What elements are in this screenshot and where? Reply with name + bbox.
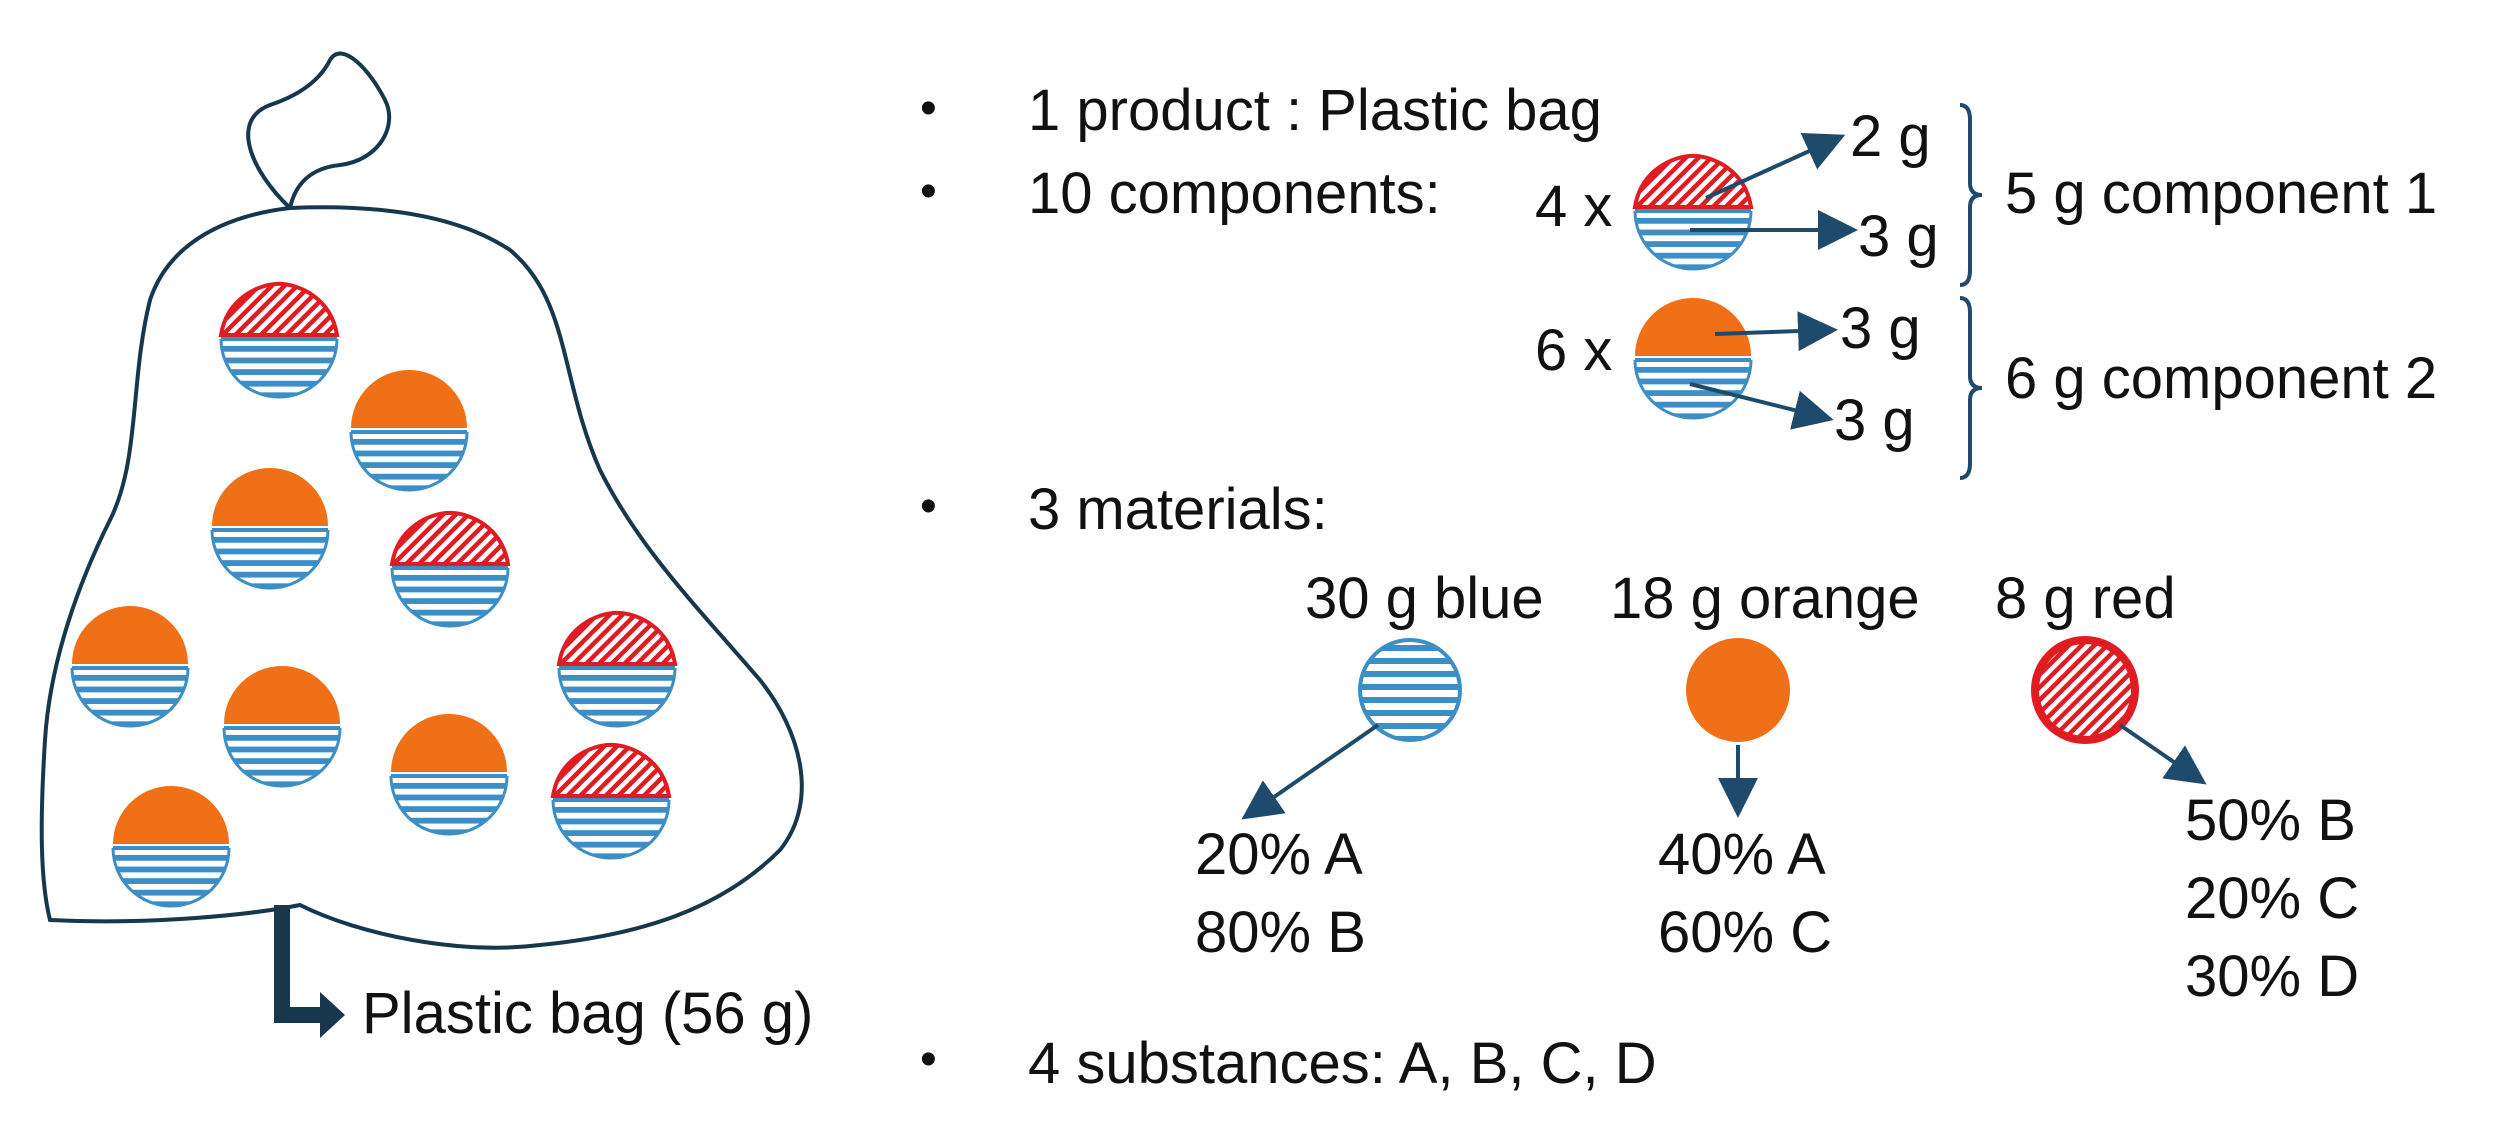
component1-multiplier: 4 x — [1535, 174, 1613, 239]
material-blue-label: 30 g blue — [1305, 566, 1544, 631]
component2-bottom-mass: 3 g — [1834, 388, 1915, 453]
material-red-label: 8 g red — [1995, 566, 2176, 631]
bag-component-icon — [550, 742, 672, 860]
component1-icon — [1632, 153, 1754, 271]
bag-component-icon — [556, 610, 678, 728]
component2-summary: 6 g component 2 — [2005, 346, 2438, 411]
material-orange-icon — [1686, 638, 1790, 742]
material-red-composition-1: 50% B — [2185, 788, 2356, 853]
component1-top-mass: 2 g — [1850, 104, 1931, 169]
component2-top-arrow — [1714, 311, 1838, 352]
component1-brace — [1959, 103, 1983, 287]
material-orange-composition-1: 40% A — [1658, 822, 1826, 887]
bag-outline — [39, 51, 804, 950]
material-orange-composition-2: 60% C — [1658, 900, 1833, 965]
component1-top-arrow — [1705, 133, 1846, 200]
bag-label: Plastic bag (56 g) — [362, 981, 814, 1046]
material-red-composition-3: 30% D — [2185, 944, 2360, 1009]
bullet-materials-marker: • — [920, 480, 937, 533]
bullet-product-text: 1 product : Plastic bag — [1028, 78, 1602, 143]
component2-brace — [1959, 296, 1983, 480]
material-blue-composition-2: 80% B — [1195, 900, 1366, 965]
bullet-product-marker: • — [920, 82, 937, 135]
bag-component-icon — [349, 370, 469, 492]
material-blue-composition-1: 20% A — [1195, 822, 1363, 887]
bag-component-icon — [111, 786, 231, 908]
bullet-substances-marker: • — [920, 1033, 937, 1086]
bullet-substances-text: 4 substances: A, B, C, D — [1028, 1031, 1657, 1096]
bullet-components-marker: • — [920, 165, 937, 218]
material-red-composition-2: 20% C — [2185, 866, 2360, 931]
bag-component-icon — [210, 468, 330, 590]
bag-component-icon — [389, 510, 511, 628]
material-blue-icon — [1358, 638, 1462, 742]
bag-component-icon — [218, 281, 340, 399]
bag-component-icon — [389, 714, 509, 836]
component1-summary: 5 g component 1 — [2005, 161, 2438, 226]
bag-output-arrow — [274, 905, 325, 1023]
bullet-components-text: 10 components: — [1028, 161, 1441, 226]
bag-output-arrowhead — [320, 992, 345, 1038]
component1-bottom-mass: 3 g — [1858, 204, 1939, 269]
component2-bottom-arrow — [1689, 382, 1834, 430]
component2-icon — [1633, 298, 1753, 420]
material-red-icon — [2031, 636, 2139, 744]
component2-top-mass: 3 g — [1840, 296, 1921, 361]
material-red-arrow — [2118, 723, 2207, 785]
material-orange-label: 18 g orange — [1610, 566, 1920, 631]
bag-component-icon — [222, 666, 342, 788]
material-blue-arrow — [1241, 723, 1380, 820]
component2-multiplier: 6 x — [1535, 318, 1613, 383]
bag-component-icon — [70, 606, 190, 728]
bullet-materials-text: 3 materials: — [1028, 477, 1328, 542]
